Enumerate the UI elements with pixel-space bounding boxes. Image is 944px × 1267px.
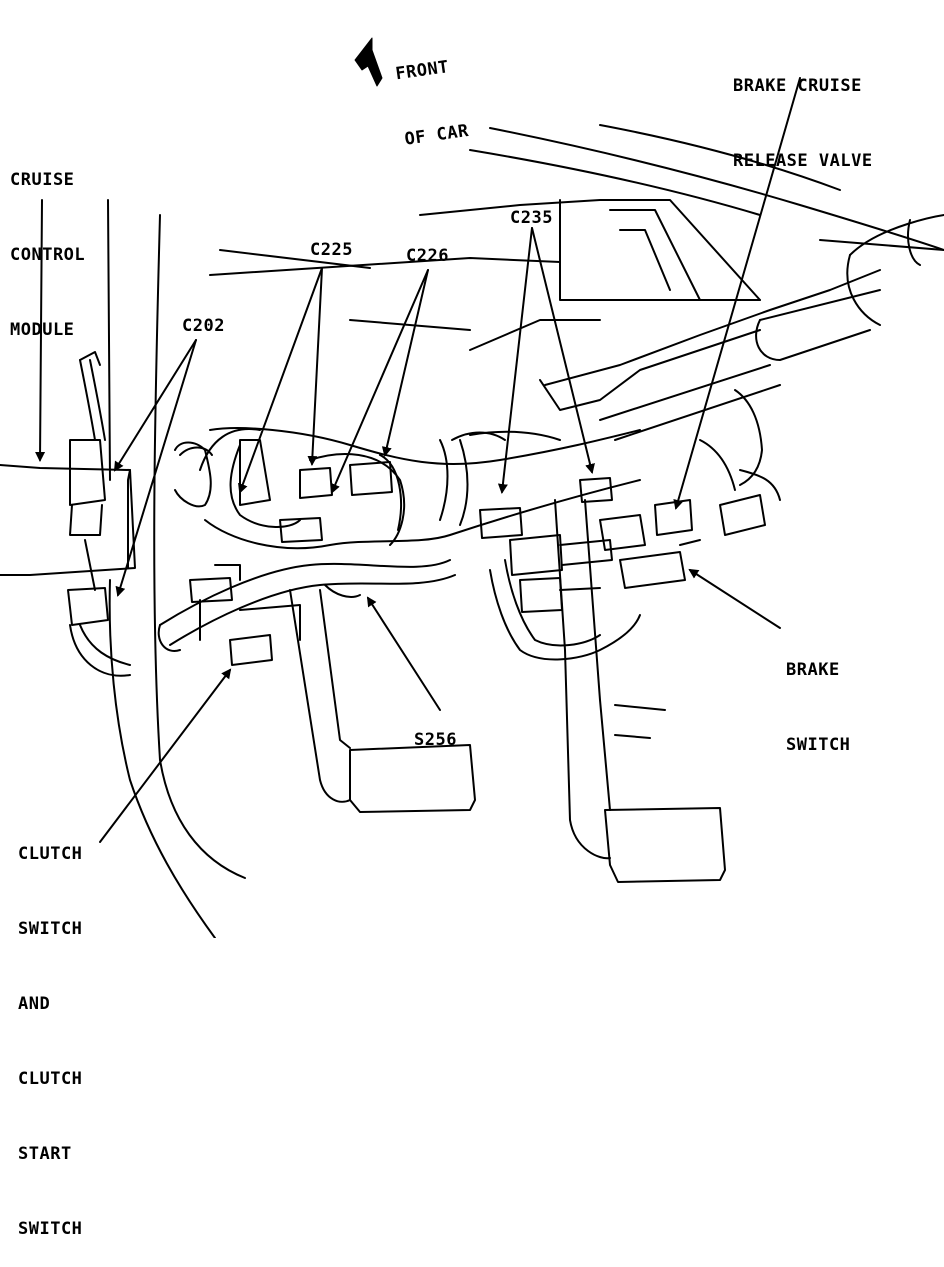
lower-harness [157,559,456,666]
main-wiring-harness [174,427,641,550]
clutch-switch-line-5: START [18,1144,72,1164]
brake-switch-line-2: SWITCH [786,735,851,755]
cruise-control-module-line-3: MODULE [10,320,75,340]
clutch-pedal [289,584,476,813]
c235-label: C235 [510,208,553,228]
front-of-car-line-2: OF CAR [403,120,471,150]
cruise-control-module [0,464,136,576]
clutch-switch-line-4: CLUTCH [18,1069,83,1089]
clutch-switch-line-2: SWITCH [18,919,83,939]
cruise-control-wiring-diagram [0,37,944,938]
cruise-control-module-line-2: CONTROL [10,245,86,265]
cruise-control-module-label: CRUISE CONTROL MODULE [10,118,85,368]
kick-panel-lines [107,199,246,938]
clutch-switch-line-1: CLUTCH [18,844,83,864]
brake-cruise-release-valve-label: BRAKE CRUISE RELEASE VALVE [733,24,873,199]
front-of-car-arrow [354,37,383,87]
leader-arrows [35,77,801,843]
brake-switch-label: BRAKE SWITCH [786,608,850,783]
c225-label: C225 [310,240,353,260]
steering-column [599,214,944,441]
duct [179,431,506,456]
clutch-switch-label: CLUTCH SWITCH AND CLUTCH START SWITCH [18,792,82,1267]
s256-label: S256 [414,730,457,750]
dashboard-outline [209,124,944,411]
clutch-switch-line-3: AND [18,994,51,1014]
front-of-car-line-1: FRONT [394,57,451,85]
brake-switch-line-1: BRAKE [786,660,840,680]
module-harness [67,351,131,677]
cruise-control-module-line-1: CRUISE [10,170,75,190]
clutch-switch-line-6: SWITCH [18,1219,83,1239]
c202-label: C202 [182,316,225,336]
c226-label: C226 [406,246,449,266]
brake-cruise-release-valve-line-2: RELEASE VALVE [733,151,873,171]
brake-cruise-release-valve-line-1: BRAKE CRUISE [733,76,862,96]
brake-pedal [479,389,781,883]
